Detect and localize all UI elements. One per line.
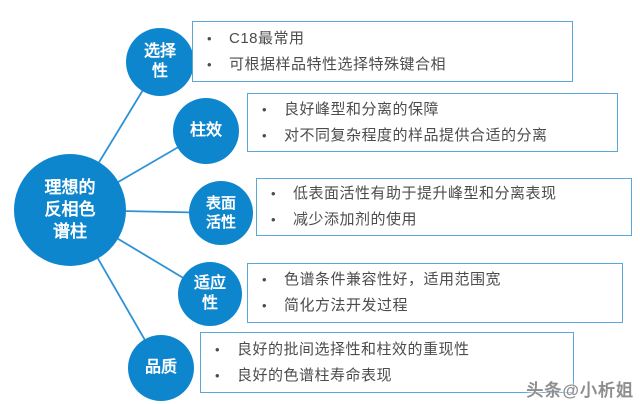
detail-box-quality: • 良好的批间选择性和柱效的重现性 • 良好的色谱柱寿命表现	[200, 332, 574, 393]
bullet-icon: •	[262, 127, 267, 143]
list-item: • 简化方法开发过程	[262, 293, 614, 319]
list-item: • 良好的色谱柱寿命表现	[215, 363, 565, 389]
bullet-icon: •	[215, 367, 220, 383]
detail-box-surface-activity: • 低表面活性有助于提升峰型和分离表现 • 减少添加剂的使用	[256, 178, 632, 236]
bullet-icon: •	[262, 101, 267, 117]
bullet-icon: •	[271, 212, 276, 227]
list-item: • 对不同复杂程度的样品提供合适的分离	[262, 123, 609, 149]
detail-box-selectivity: • C18最常用 • 可根据样品特性选择特殊键合相	[192, 21, 573, 82]
list-item-text: 低表面活性有助于提升峰型和分离表现	[293, 185, 557, 202]
list-item-text: 色谱条件兼容性好，适用范围宽	[284, 271, 502, 288]
node-column-efficiency: 柱效	[173, 98, 239, 164]
node-surface-activity: 表面 活性	[189, 181, 253, 245]
bullet-icon: •	[207, 30, 212, 46]
list-item: • 可根据样品特性选择特殊键合相	[207, 52, 564, 78]
list-item: • C18最常用	[207, 26, 564, 52]
watermark: 头条@小析姐	[526, 381, 634, 400]
list-item: • 良好峰型和分离的保障	[262, 97, 609, 123]
node-adaptability: 适应 性	[178, 262, 242, 326]
detail-box-column-efficiency: • 良好峰型和分离的保障 • 对不同复杂程度的样品提供合适的分离	[247, 93, 618, 152]
list-item-text: 良好的色谱柱寿命表现	[237, 366, 393, 384]
list-item-text: 可根据样品特性选择特殊键合相	[229, 55, 447, 73]
bullet-icon: •	[271, 186, 276, 201]
node-quality: 品质	[128, 335, 194, 401]
bullet-icon: •	[262, 272, 267, 287]
list-item-text: C18最常用	[229, 29, 305, 47]
central-node: 理想的 反相色 谱柱	[14, 154, 126, 266]
list-item: • 色谱条件兼容性好，适用范围宽	[262, 267, 614, 293]
list-item: • 减少添加剂的使用	[271, 207, 623, 233]
node-selectivity: 选择 性	[126, 28, 194, 96]
list-item: • 良好的批间选择性和柱效的重现性	[215, 337, 565, 363]
list-item-text: 对不同复杂程度的样品提供合适的分离	[284, 126, 548, 144]
list-item-text: 减少添加剂的使用	[293, 211, 418, 228]
bullet-icon: •	[207, 56, 212, 72]
list-item-text: 良好的批间选择性和柱效的重现性	[237, 340, 470, 358]
bullet-icon: •	[262, 298, 267, 313]
bullet-icon: •	[215, 341, 220, 357]
list-item-text: 良好峰型和分离的保障	[284, 100, 440, 118]
detail-box-adaptability: • 色谱条件兼容性好，适用范围宽 • 简化方法开发过程	[247, 263, 623, 323]
list-item-text: 简化方法开发过程	[284, 297, 409, 314]
list-item: • 低表面活性有助于提升峰型和分离表现	[271, 181, 623, 207]
